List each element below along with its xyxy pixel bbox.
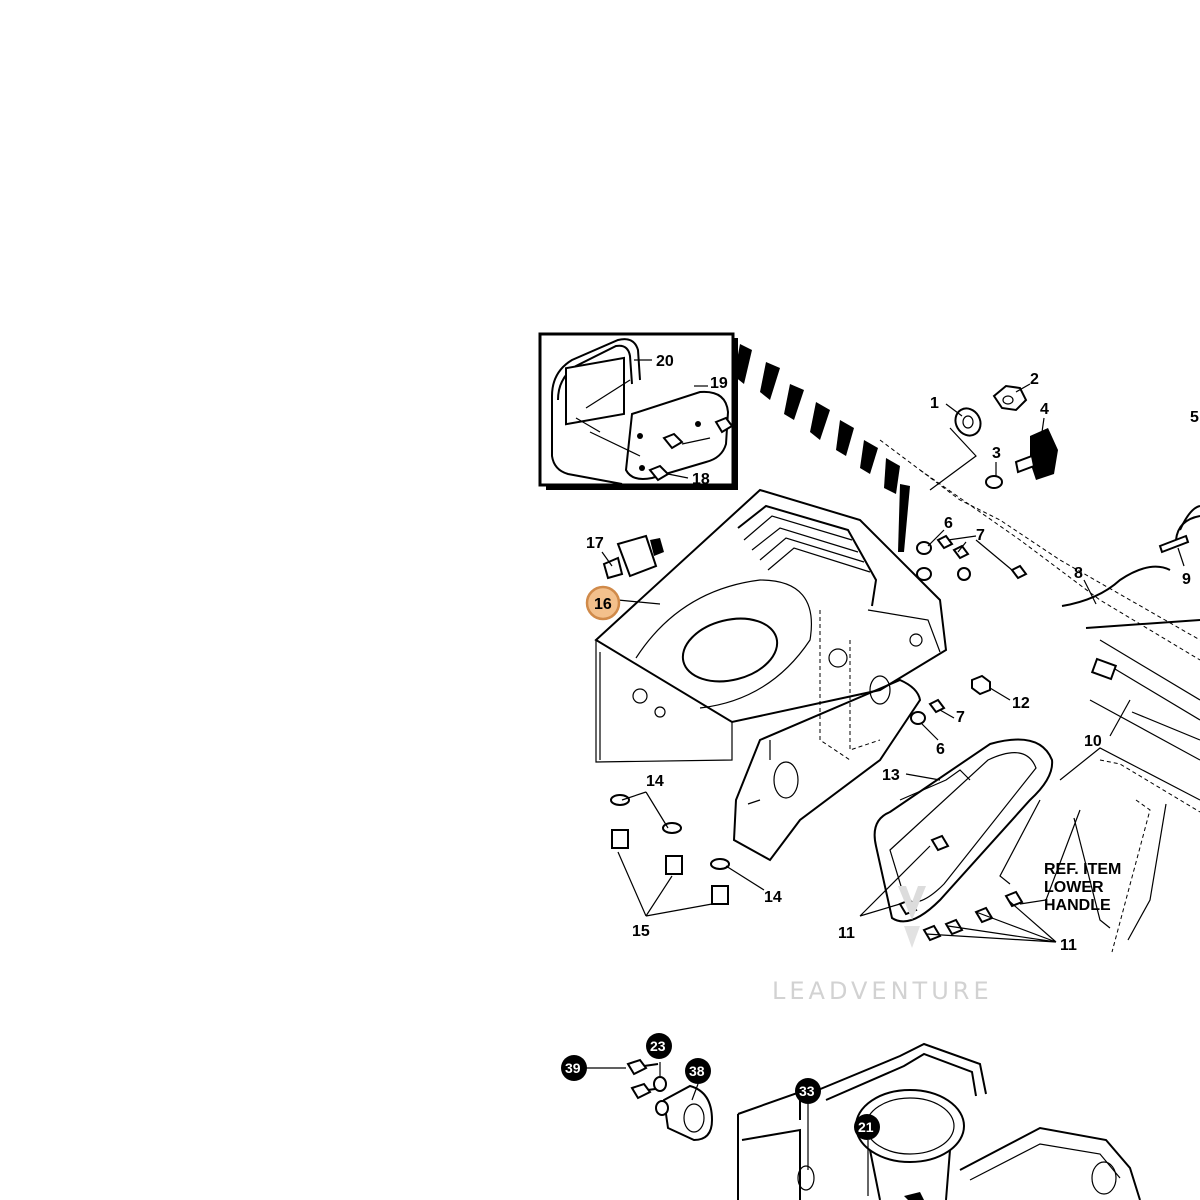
leader-lines — [601, 383, 1185, 943]
callout-7-upper: 7 — [976, 527, 985, 544]
watermark: LEADVENTURE — [772, 886, 993, 1005]
inset-detail-box — [538, 332, 738, 490]
callout-11-left: 11 — [838, 925, 855, 942]
badge-21: 21 — [854, 1114, 880, 1140]
ref-note-line2: LOWER — [1044, 879, 1104, 896]
callout-15: 15 — [632, 923, 650, 940]
badge-21-text: 21 — [858, 1119, 874, 1135]
callout-19: 19 — [710, 375, 728, 392]
numbered-badges: 39 23 38 33 21 — [561, 1033, 880, 1140]
callout-3: 3 — [992, 445, 1001, 462]
callout-7-lower: 7 — [956, 709, 965, 726]
callout-5: 5 — [1190, 409, 1199, 426]
callout-11-right: 11 — [1060, 937, 1077, 954]
callout-labels: 1 2 3 4 5 6 7 8 9 10 12 7 6 13 11 11 14 … — [586, 353, 1199, 954]
ref-note-line3: HANDLE — [1044, 897, 1111, 914]
badge-33: 33 — [795, 1078, 821, 1104]
badge-23: 23 — [646, 1033, 672, 1059]
callout-13: 13 — [882, 767, 900, 784]
badge-39: 39 — [561, 1055, 587, 1081]
badge-38: 38 — [685, 1058, 711, 1084]
callout-8: 8 — [1074, 565, 1083, 582]
badge-38-text: 38 — [689, 1063, 705, 1079]
callout-20: 20 — [656, 353, 674, 370]
callout-17: 17 — [586, 535, 604, 552]
callout-16-highlight[interactable]: 16 — [585, 585, 621, 621]
callout-14-lower: 14 — [764, 889, 782, 906]
callout-12: 12 — [1012, 695, 1030, 712]
callout-1: 1 — [930, 395, 939, 412]
callout-6-upper: 6 — [944, 515, 953, 532]
callout-16[interactable]: 16 — [594, 596, 612, 613]
badge-33-text: 33 — [799, 1083, 815, 1099]
ref-note-line1: REF. ITEM — [1044, 861, 1121, 878]
hardware-parts — [602, 384, 1200, 942]
callout-9: 9 — [1182, 571, 1191, 588]
callout-14-upper: 14 — [646, 773, 664, 790]
badge-23-text: 23 — [650, 1038, 666, 1054]
callout-18: 18 — [692, 471, 710, 488]
callout-10: 10 — [1084, 733, 1102, 750]
watermark-text: LEADVENTURE — [772, 977, 993, 1005]
callout-4: 4 — [1040, 401, 1049, 418]
callout-2: 2 — [1030, 371, 1039, 388]
housing-assembly — [594, 439, 1200, 953]
ref-item-note: REF. ITEM LOWER HANDLE — [1044, 861, 1121, 914]
projection-stripe — [734, 344, 910, 552]
callout-6-lower: 6 — [936, 741, 945, 758]
badge-39-text: 39 — [565, 1060, 581, 1076]
